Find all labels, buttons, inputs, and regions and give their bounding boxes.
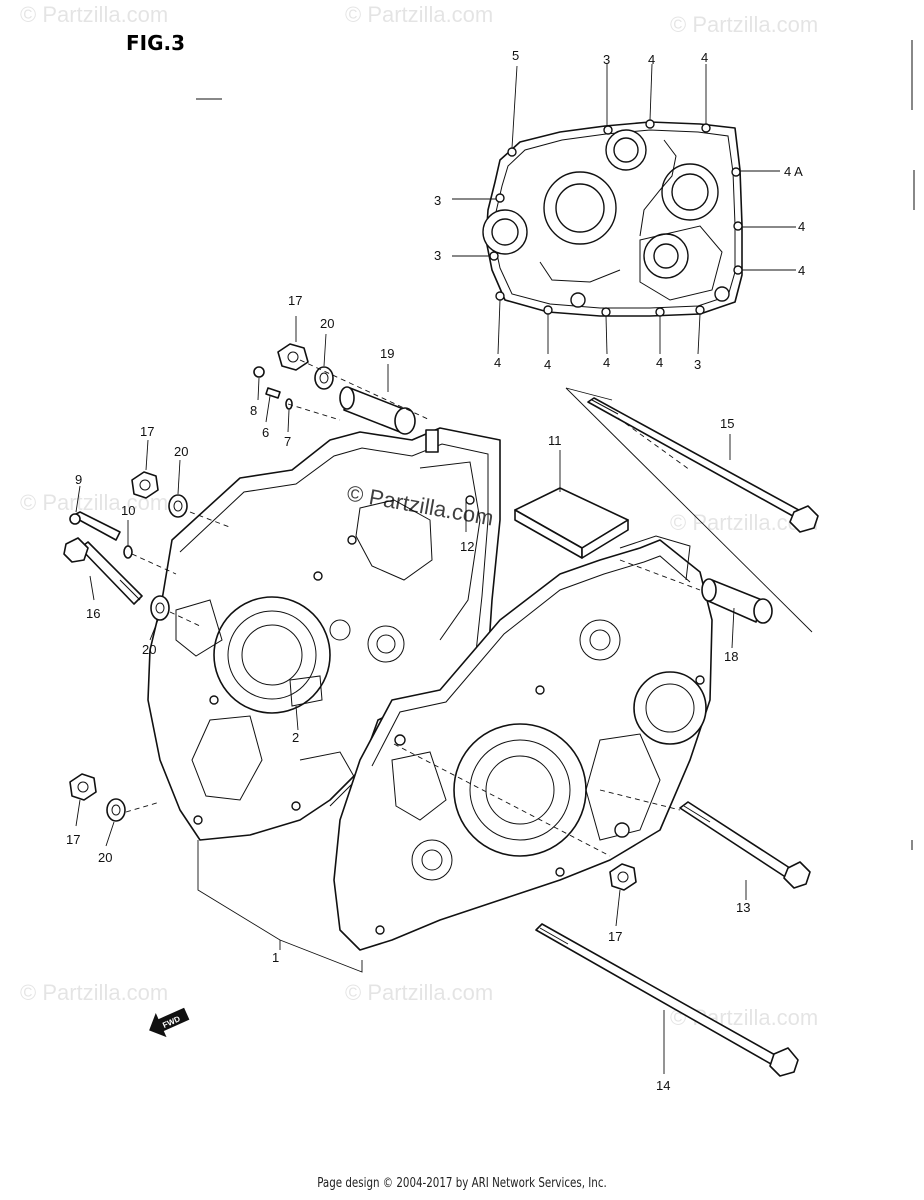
callout-5: 5 — [512, 48, 519, 63]
callout-8: 8 — [250, 403, 257, 418]
part-14-stud-bolt — [535, 923, 799, 1077]
callout-16: 16 — [86, 606, 100, 621]
part-20-washer-mid — [150, 595, 170, 621]
assembly-lines — [125, 359, 701, 857]
watermark: © Partzilla.com — [20, 2, 168, 27]
callout-18: 18 — [724, 649, 738, 664]
callout-20: 20 — [174, 444, 188, 459]
left-crankcase-half — [147, 427, 501, 841]
callout-20: 20 — [320, 316, 334, 331]
part-6-pin — [265, 387, 281, 399]
watermark: © Partzilla.com — [345, 2, 493, 27]
part-17-nut-left — [131, 471, 159, 499]
callout-4: 4 — [544, 357, 551, 372]
callout-3: 3 — [694, 357, 701, 372]
callout-15: 15 — [720, 416, 734, 431]
part-18-collar — [701, 578, 773, 624]
callout-19: 19 — [380, 346, 394, 361]
callout-4: 4 — [603, 355, 610, 370]
callout-17: 17 — [66, 832, 80, 847]
part-11-plate — [514, 487, 629, 559]
part-16-bolt — [63, 537, 143, 605]
part-17-nut-right — [609, 863, 637, 891]
crankcase-gasket — [482, 119, 743, 317]
part-8-dowel — [253, 366, 265, 378]
callout-20: 20 — [142, 642, 156, 657]
callout-4: 4 — [798, 219, 805, 234]
callout-14: 14 — [656, 1078, 670, 1093]
part-20-washer-upper — [314, 366, 334, 390]
callout-17: 17 — [608, 929, 622, 944]
part-9-bolt — [69, 511, 121, 541]
figure-title: FIG.3 — [126, 31, 185, 55]
callout-11: 11 — [548, 433, 562, 448]
part-19-collar — [339, 386, 416, 435]
callout-1: 1 — [272, 950, 279, 965]
callout-17: 17 — [288, 293, 302, 308]
callout-4: 4 — [656, 355, 663, 370]
callout-4: 4 — [494, 355, 501, 370]
part-13-bolt — [679, 801, 811, 889]
footer-copyright: Page design © 2004-2017 by ARI Network S… — [317, 1176, 607, 1191]
callout-3: 3 — [434, 193, 441, 208]
callout-6: 6 — [262, 425, 269, 440]
part-17-nut-upper — [277, 343, 309, 371]
watermark: © Partzilla.com — [345, 980, 493, 1005]
callout-3: 3 — [603, 52, 610, 67]
main-leaders — [75, 316, 813, 1074]
callout-4: 4 — [798, 263, 805, 278]
callout-2: 2 — [292, 730, 299, 745]
watermark: © Partzilla.com — [20, 980, 168, 1005]
callout-17: 17 — [140, 424, 154, 439]
watermark: © Partzilla.com — [670, 12, 818, 37]
part-15-stud-bolt — [587, 397, 819, 533]
part-20-washer-left — [168, 494, 188, 518]
part-10-washer — [123, 545, 133, 559]
callout-4a: 4 A — [784, 164, 803, 179]
part-20-washer-lower — [106, 798, 126, 822]
gasket-leaders — [452, 63, 796, 355]
edge-marks — [911, 40, 915, 850]
callout-12: 12 — [460, 539, 474, 554]
part-17-nut-lower — [69, 773, 97, 801]
callout-10: 10 — [121, 503, 135, 518]
right-crankcase-half — [333, 535, 713, 951]
fwd-arrow: FWD — [149, 1007, 190, 1038]
callout-4: 4 — [701, 50, 708, 65]
callout-4: 4 — [648, 52, 655, 67]
callout-20: 20 — [98, 850, 112, 865]
callout-9: 9 — [75, 472, 82, 487]
callouts: 5 3 4 4 4 A 4 4 3 3 4 4 4 4 3 17 20 19 8… — [66, 48, 805, 1093]
callout-3: 3 — [434, 248, 441, 263]
callout-13: 13 — [736, 900, 750, 915]
callout-7: 7 — [284, 434, 291, 449]
